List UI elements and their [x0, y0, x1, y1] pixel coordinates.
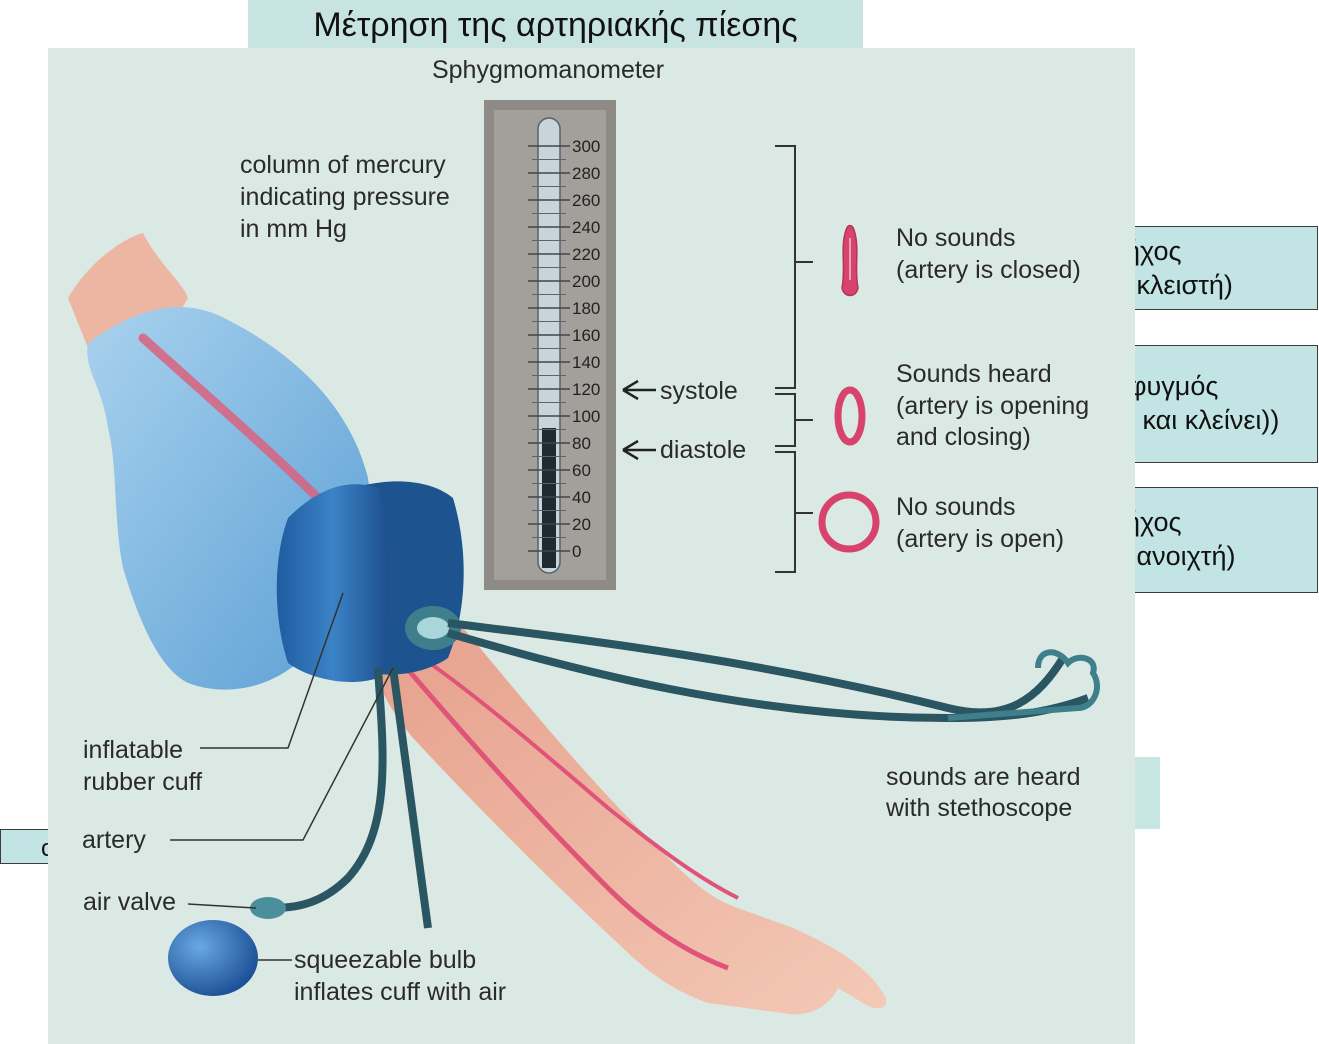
bracket-sounds — [775, 393, 813, 447]
cuff-label-line2: rubber cuff — [83, 768, 202, 796]
scale-tick-label: 140 — [572, 353, 600, 372]
scale-tick-label: 200 — [572, 272, 600, 291]
scale-tick-label: 220 — [572, 245, 600, 264]
stethoscope-label-line2: with stethoscope — [885, 794, 1072, 822]
mercury-label-line1: column of mercury — [240, 151, 446, 179]
state-closed-line1: No sounds — [896, 224, 1016, 252]
scale-tick-label: 280 — [572, 164, 600, 183]
bulb-tube — [267, 667, 387, 912]
greek-box-open-line2: ι ανοιχτή) — [1123, 541, 1236, 571]
air-valve — [250, 897, 286, 919]
scale-tick-label: 0 — [572, 542, 581, 561]
scale-grid — [528, 145, 570, 552]
bulb-label-line2: inflates cuff with air — [294, 978, 506, 1006]
cuff-leader — [200, 592, 344, 749]
scale-tick-label: 160 — [572, 326, 600, 345]
scale-tick-label: 60 — [572, 461, 591, 480]
mercury-label-line2: indicating pressure — [240, 183, 450, 211]
state-sounds-line3: and closing) — [896, 423, 1031, 451]
cuff-tube — [389, 667, 432, 929]
bulb-label-line1: squeezable bulb — [294, 946, 476, 974]
sphygmomanometer-title: Sphygmomanometer — [432, 56, 664, 84]
squeezable-bulb — [168, 920, 258, 996]
scale-tick-label: 20 — [572, 515, 591, 534]
artery-opening-icon — [834, 386, 866, 446]
stethoscope-tube-1 — [447, 619, 1067, 717]
state-open-line1: No sounds — [896, 493, 1016, 521]
state-sounds-line1: Sounds heard — [896, 360, 1052, 388]
blood-pressure-illustration: 3002802602402202001801601401201008060402… — [68, 56, 1100, 1015]
greek-box-pulse-line1: φυγμός — [1129, 371, 1219, 401]
title-banner: Μέτρηση της αρτηριακής πίεσης — [248, 0, 863, 52]
bracket-open — [775, 451, 813, 573]
state-open-line2: (artery is open) — [896, 525, 1064, 553]
forearm-artery-1 — [396, 656, 729, 971]
artery-label: artery — [82, 826, 146, 854]
scale-tick-label: 180 — [572, 299, 600, 318]
diastole-label: diastole — [660, 436, 746, 464]
scale-tick-label: 260 — [572, 191, 600, 210]
scale-tick-label: 80 — [572, 434, 591, 453]
page-title: Μέτρηση της αρτηριακής πίεσης — [313, 6, 798, 44]
greek-box-closed-line2: ι κλειστή) — [1123, 270, 1233, 300]
cuff-label-line1: inflatable — [83, 736, 183, 764]
scale-tick-label: 40 — [572, 488, 591, 507]
scale-ticks: 3002802602402202001801601401201008060402… — [572, 137, 600, 561]
artery-leader — [170, 667, 394, 841]
scale-tick-label: 300 — [572, 137, 600, 156]
stethoscope-earpiece — [947, 649, 1100, 721]
systole-arrow — [622, 379, 656, 401]
artery-open-icon — [818, 491, 880, 553]
air-valve-label: air valve — [83, 888, 176, 916]
mercury-column — [542, 428, 556, 568]
stethoscope-label-line1: sounds are heard — [886, 763, 1081, 791]
cuff — [276, 484, 390, 683]
scale-tick-label: 100 — [572, 407, 600, 426]
state-sounds-line2: (artery is opening — [896, 392, 1089, 420]
systole-label: systole — [660, 377, 738, 405]
forearm-artery-2 — [406, 646, 739, 900]
diastole-arrow — [622, 439, 656, 461]
bracket-closed — [775, 145, 813, 389]
air-valve-leader — [187, 903, 257, 909]
upper-artery — [138, 333, 333, 513]
mercury-label-line3: in mm Hg — [240, 215, 347, 243]
stethoscope-tube-2 — [446, 629, 1090, 723]
scale-tick-label: 240 — [572, 218, 600, 237]
scale-tick-label: 120 — [572, 380, 600, 399]
greek-box-pulse-line2: ι και κλείνει)) — [1129, 405, 1280, 435]
state-closed-line2: (artery is closed) — [896, 256, 1081, 284]
